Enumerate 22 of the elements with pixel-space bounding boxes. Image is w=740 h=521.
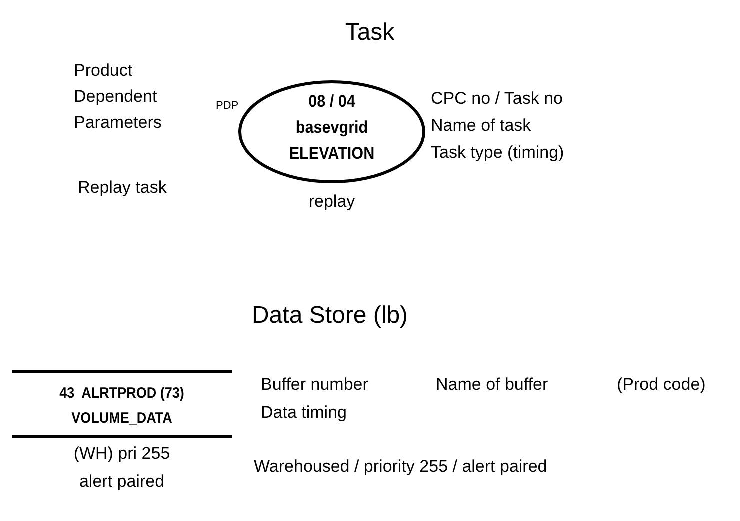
- legend-description: Product Dependent Parameters: [74, 60, 163, 134]
- legend-description: (Prod code): [617, 374, 706, 396]
- node-text: ELEVATION: [288, 144, 376, 164]
- node-text: VOLUME_DATA: [70, 409, 174, 429]
- legend-description: Warehoused / priority 255 / alert paired: [254, 456, 548, 478]
- legend-description: Replay task: [78, 177, 167, 199]
- legend-description: Name of task: [431, 115, 532, 137]
- section-heading: Task: [345, 20, 395, 46]
- data-store-symbol: [12, 370, 232, 438]
- task-ellipse: [238, 80, 426, 184]
- legend-description: CPC no / Task no: [431, 88, 563, 110]
- node-text: basevgrid: [294, 118, 370, 138]
- legend-description: Data timing: [261, 402, 347, 424]
- node-text: 08 / 04: [308, 92, 356, 112]
- node-annotation: replay: [308, 191, 356, 213]
- section-heading: Data Store (lb): [252, 303, 408, 329]
- legend-description: Task type (timing): [431, 142, 564, 164]
- node-annotation: PDP: [216, 99, 240, 114]
- node-annotation: (WH) pri 255 alert paired: [72, 443, 172, 493]
- legend-description: Name of buffer: [436, 374, 548, 396]
- node-text: 43 ALRTPROD (73): [58, 384, 186, 404]
- legend-description: Buffer number: [261, 374, 368, 396]
